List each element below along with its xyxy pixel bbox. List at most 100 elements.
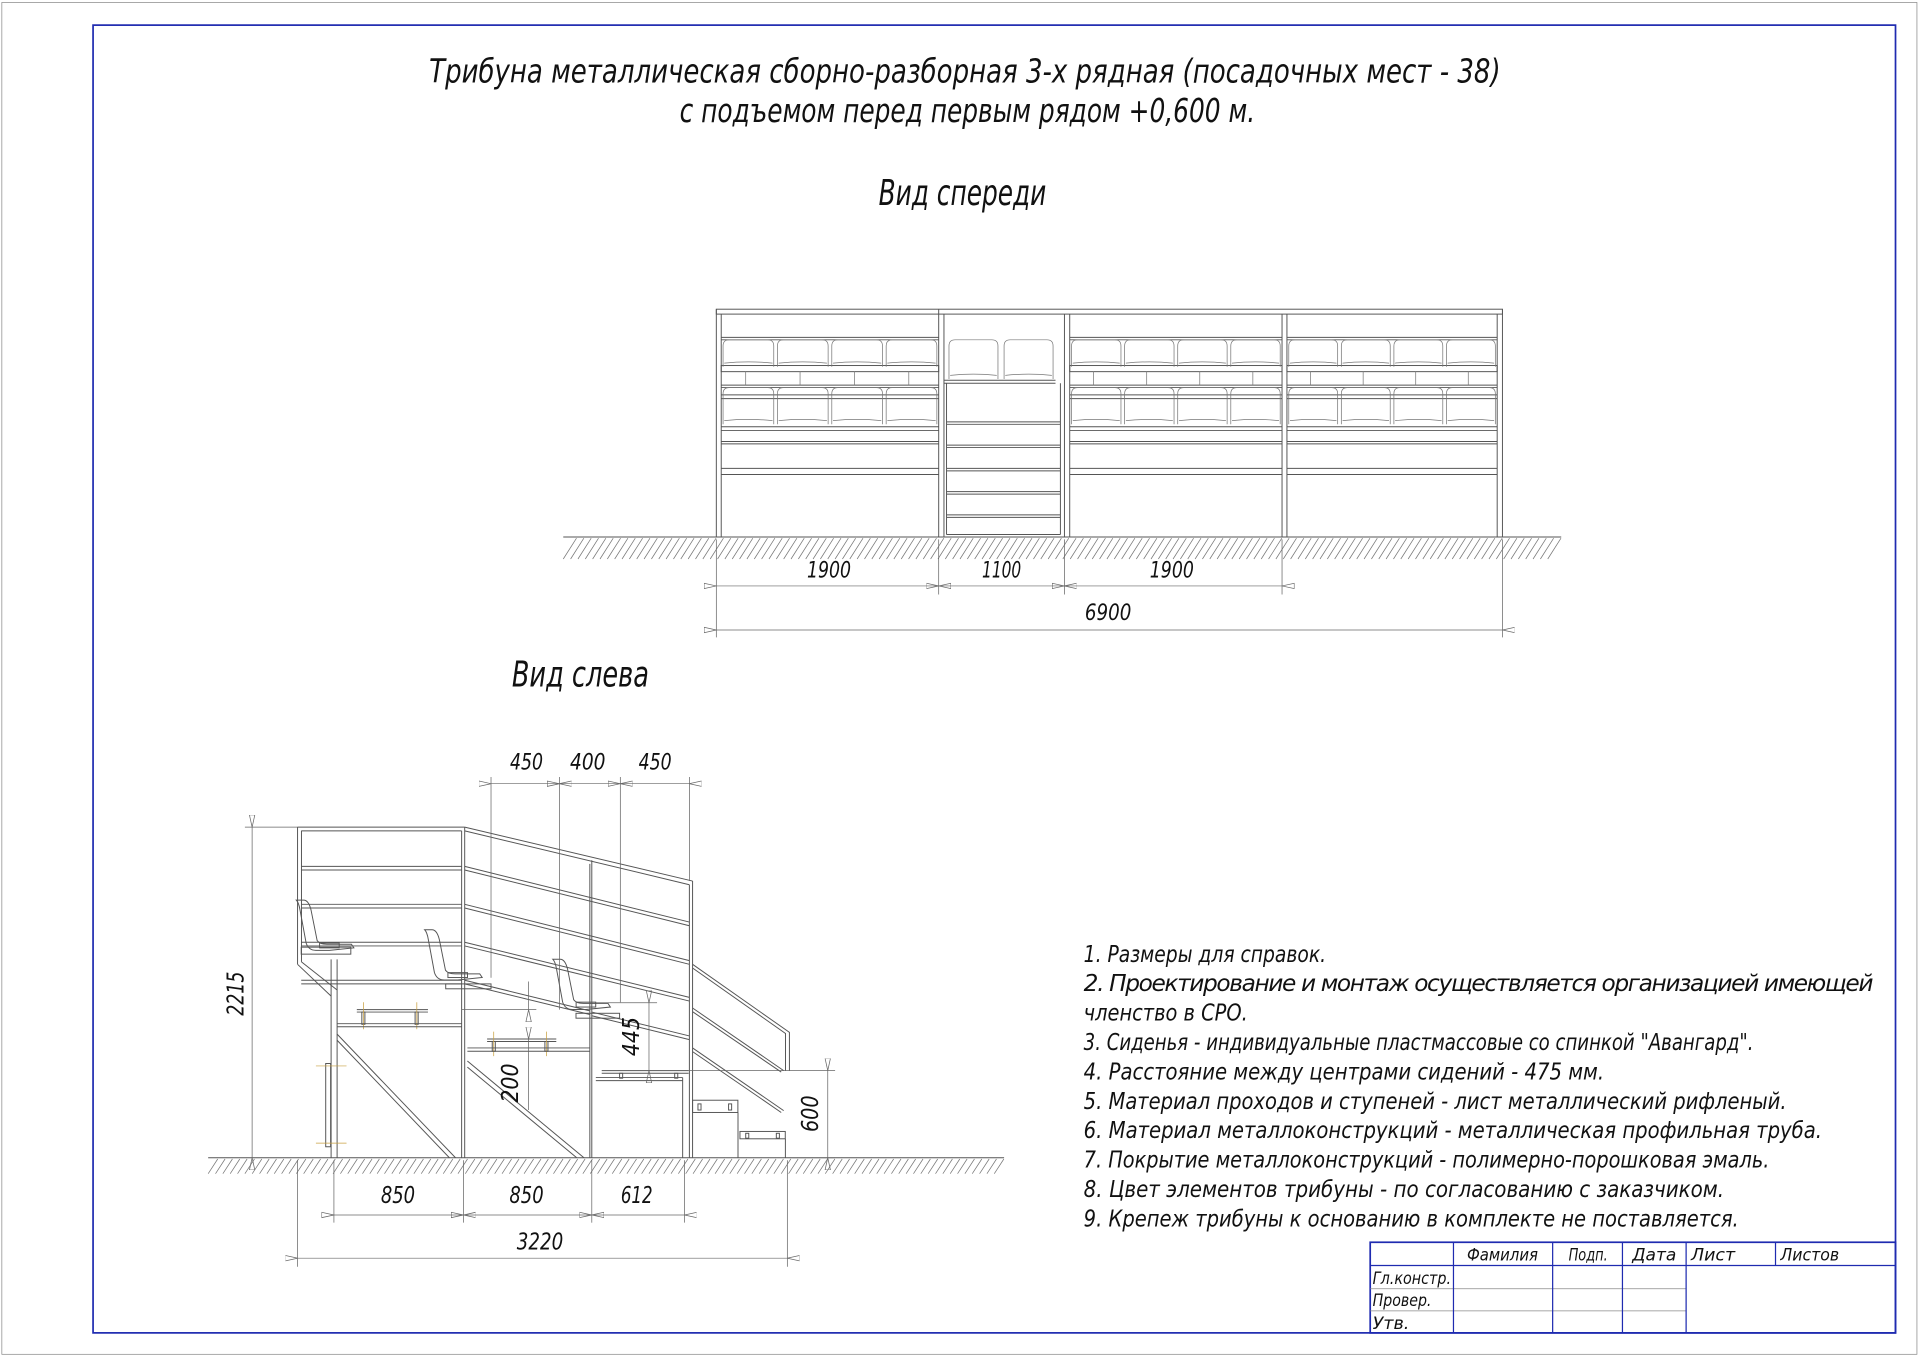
title-block-header-sheets: Листов: [1779, 1246, 1839, 1266]
hatch-line: [702, 537, 717, 560]
dim-side-height: 2215: [223, 972, 250, 1016]
hatch-line: [575, 1158, 586, 1174]
seat-front: [1393, 339, 1444, 367]
hatch-line: [724, 537, 739, 560]
hatch-line: [1437, 537, 1452, 560]
notes-list: 1. Размеры для справок. 2. Проектировани…: [1084, 941, 1874, 1232]
hatch-line: [1216, 537, 1231, 560]
hatch-line: [1481, 537, 1496, 560]
hatch-line: [1282, 537, 1297, 560]
hatch-line: [1429, 537, 1444, 560]
seat-front: [1177, 339, 1228, 367]
hatch-line: [971, 1158, 983, 1174]
hatch-line: [854, 1158, 865, 1174]
hatch-line: [604, 1158, 615, 1174]
hatch-line: [1062, 537, 1077, 560]
seat-front: [885, 387, 938, 425]
front-tier-plate: [1286, 365, 1498, 373]
hatch-line: [1349, 537, 1363, 560]
note-line: 3. Сиденья - индивидуальные пластмассовы…: [1084, 1029, 1754, 1056]
hatch-line: [1128, 537, 1143, 560]
seat-front: [1340, 339, 1391, 367]
hatch-line: [577, 537, 592, 560]
hatch-line: [766, 1158, 777, 1174]
hatch-line: [964, 1158, 975, 1174]
hatch-line: [266, 1158, 277, 1174]
hatch-line: [700, 1158, 711, 1174]
hatch-line: [1525, 537, 1540, 560]
hatch-line: [658, 537, 673, 560]
hatch-line: [847, 1158, 858, 1174]
hatch-line: [768, 537, 783, 560]
hatch-line: [531, 1158, 542, 1174]
hatch-line: [776, 537, 790, 560]
hatch-line: [1099, 537, 1114, 560]
hatch-line: [472, 1158, 483, 1174]
hatch-line: [957, 1158, 968, 1174]
hatch-line: [1253, 537, 1268, 560]
hatch-line: [1304, 537, 1319, 560]
hatch-line: [878, 537, 893, 560]
hatch-line: [1297, 537, 1312, 560]
side-view-label: Вид слева: [512, 654, 649, 695]
front-ground-hatch: [562, 537, 1562, 560]
hatch-line: [842, 537, 856, 560]
hatch-line: [773, 1158, 784, 1174]
hatch-line: [790, 537, 805, 560]
front-tier-plate: [1069, 365, 1283, 373]
hatch-line: [1503, 537, 1518, 560]
hatch-line: [251, 1158, 263, 1174]
hatch-line: [739, 537, 754, 560]
hatch-line: [1356, 537, 1371, 560]
hatch-line: [582, 1158, 593, 1174]
seat-front: [831, 387, 883, 425]
hatch-line: [1400, 537, 1415, 560]
hatch-line: [1033, 537, 1048, 560]
front-tier-plate: [720, 365, 940, 373]
hatch-line: [979, 1158, 990, 1174]
drawing-title-line1: Трибуна металлическая сборно-разборная 3…: [429, 52, 1500, 91]
seat-front: [1003, 339, 1054, 379]
hatch-line: [384, 1158, 395, 1174]
hatch-line: [545, 1158, 556, 1174]
seat-front: [777, 339, 829, 367]
seat-front: [1071, 339, 1122, 367]
dim-side-top-1: 450: [510, 751, 543, 776]
hatch-line: [1312, 537, 1327, 560]
hatch-line: [636, 537, 651, 560]
hatch-line: [656, 1158, 667, 1174]
hatch-line: [810, 1158, 821, 1174]
side-seats: [295, 899, 612, 1010]
hatch-line: [751, 1158, 762, 1174]
hatch-line: [1224, 537, 1239, 560]
hatch-line: [281, 1158, 292, 1174]
hatch-line: [795, 1158, 806, 1174]
hatch-line: [509, 1158, 520, 1174]
hatch-line: [788, 1158, 799, 1174]
hatch-line: [891, 1158, 902, 1174]
hatch-line: [1187, 537, 1202, 560]
hatch-line: [692, 1158, 703, 1174]
hatch-line: [665, 537, 680, 560]
hatch-line: [1540, 537, 1554, 560]
hatch-line: [820, 537, 834, 560]
title-block-header-signature: Подп.: [1569, 1246, 1608, 1266]
side-view: Вид слева: [207, 654, 1005, 1267]
hatch-line: [864, 537, 879, 560]
hatch-line: [856, 537, 871, 560]
hatch-line: [944, 537, 959, 560]
hatch-line: [584, 537, 599, 560]
hatch-line: [746, 537, 761, 560]
hatch-line: [1473, 537, 1488, 560]
hatch-line: [717, 537, 732, 560]
side-dimensions: 2215 450 400 450 200 445 600: [223, 751, 836, 1267]
hatch-line: [1194, 537, 1209, 560]
hatch-line: [1172, 537, 1187, 560]
note-line: 2. Проектирование и монтаж осуществляетс…: [1084, 970, 1874, 997]
hatch-line: [1547, 537, 1562, 560]
title-block-row-approved: Утв.: [1373, 1314, 1410, 1334]
hatch-line: [1319, 537, 1334, 560]
front-view: Вид спереди: [562, 173, 1562, 638]
